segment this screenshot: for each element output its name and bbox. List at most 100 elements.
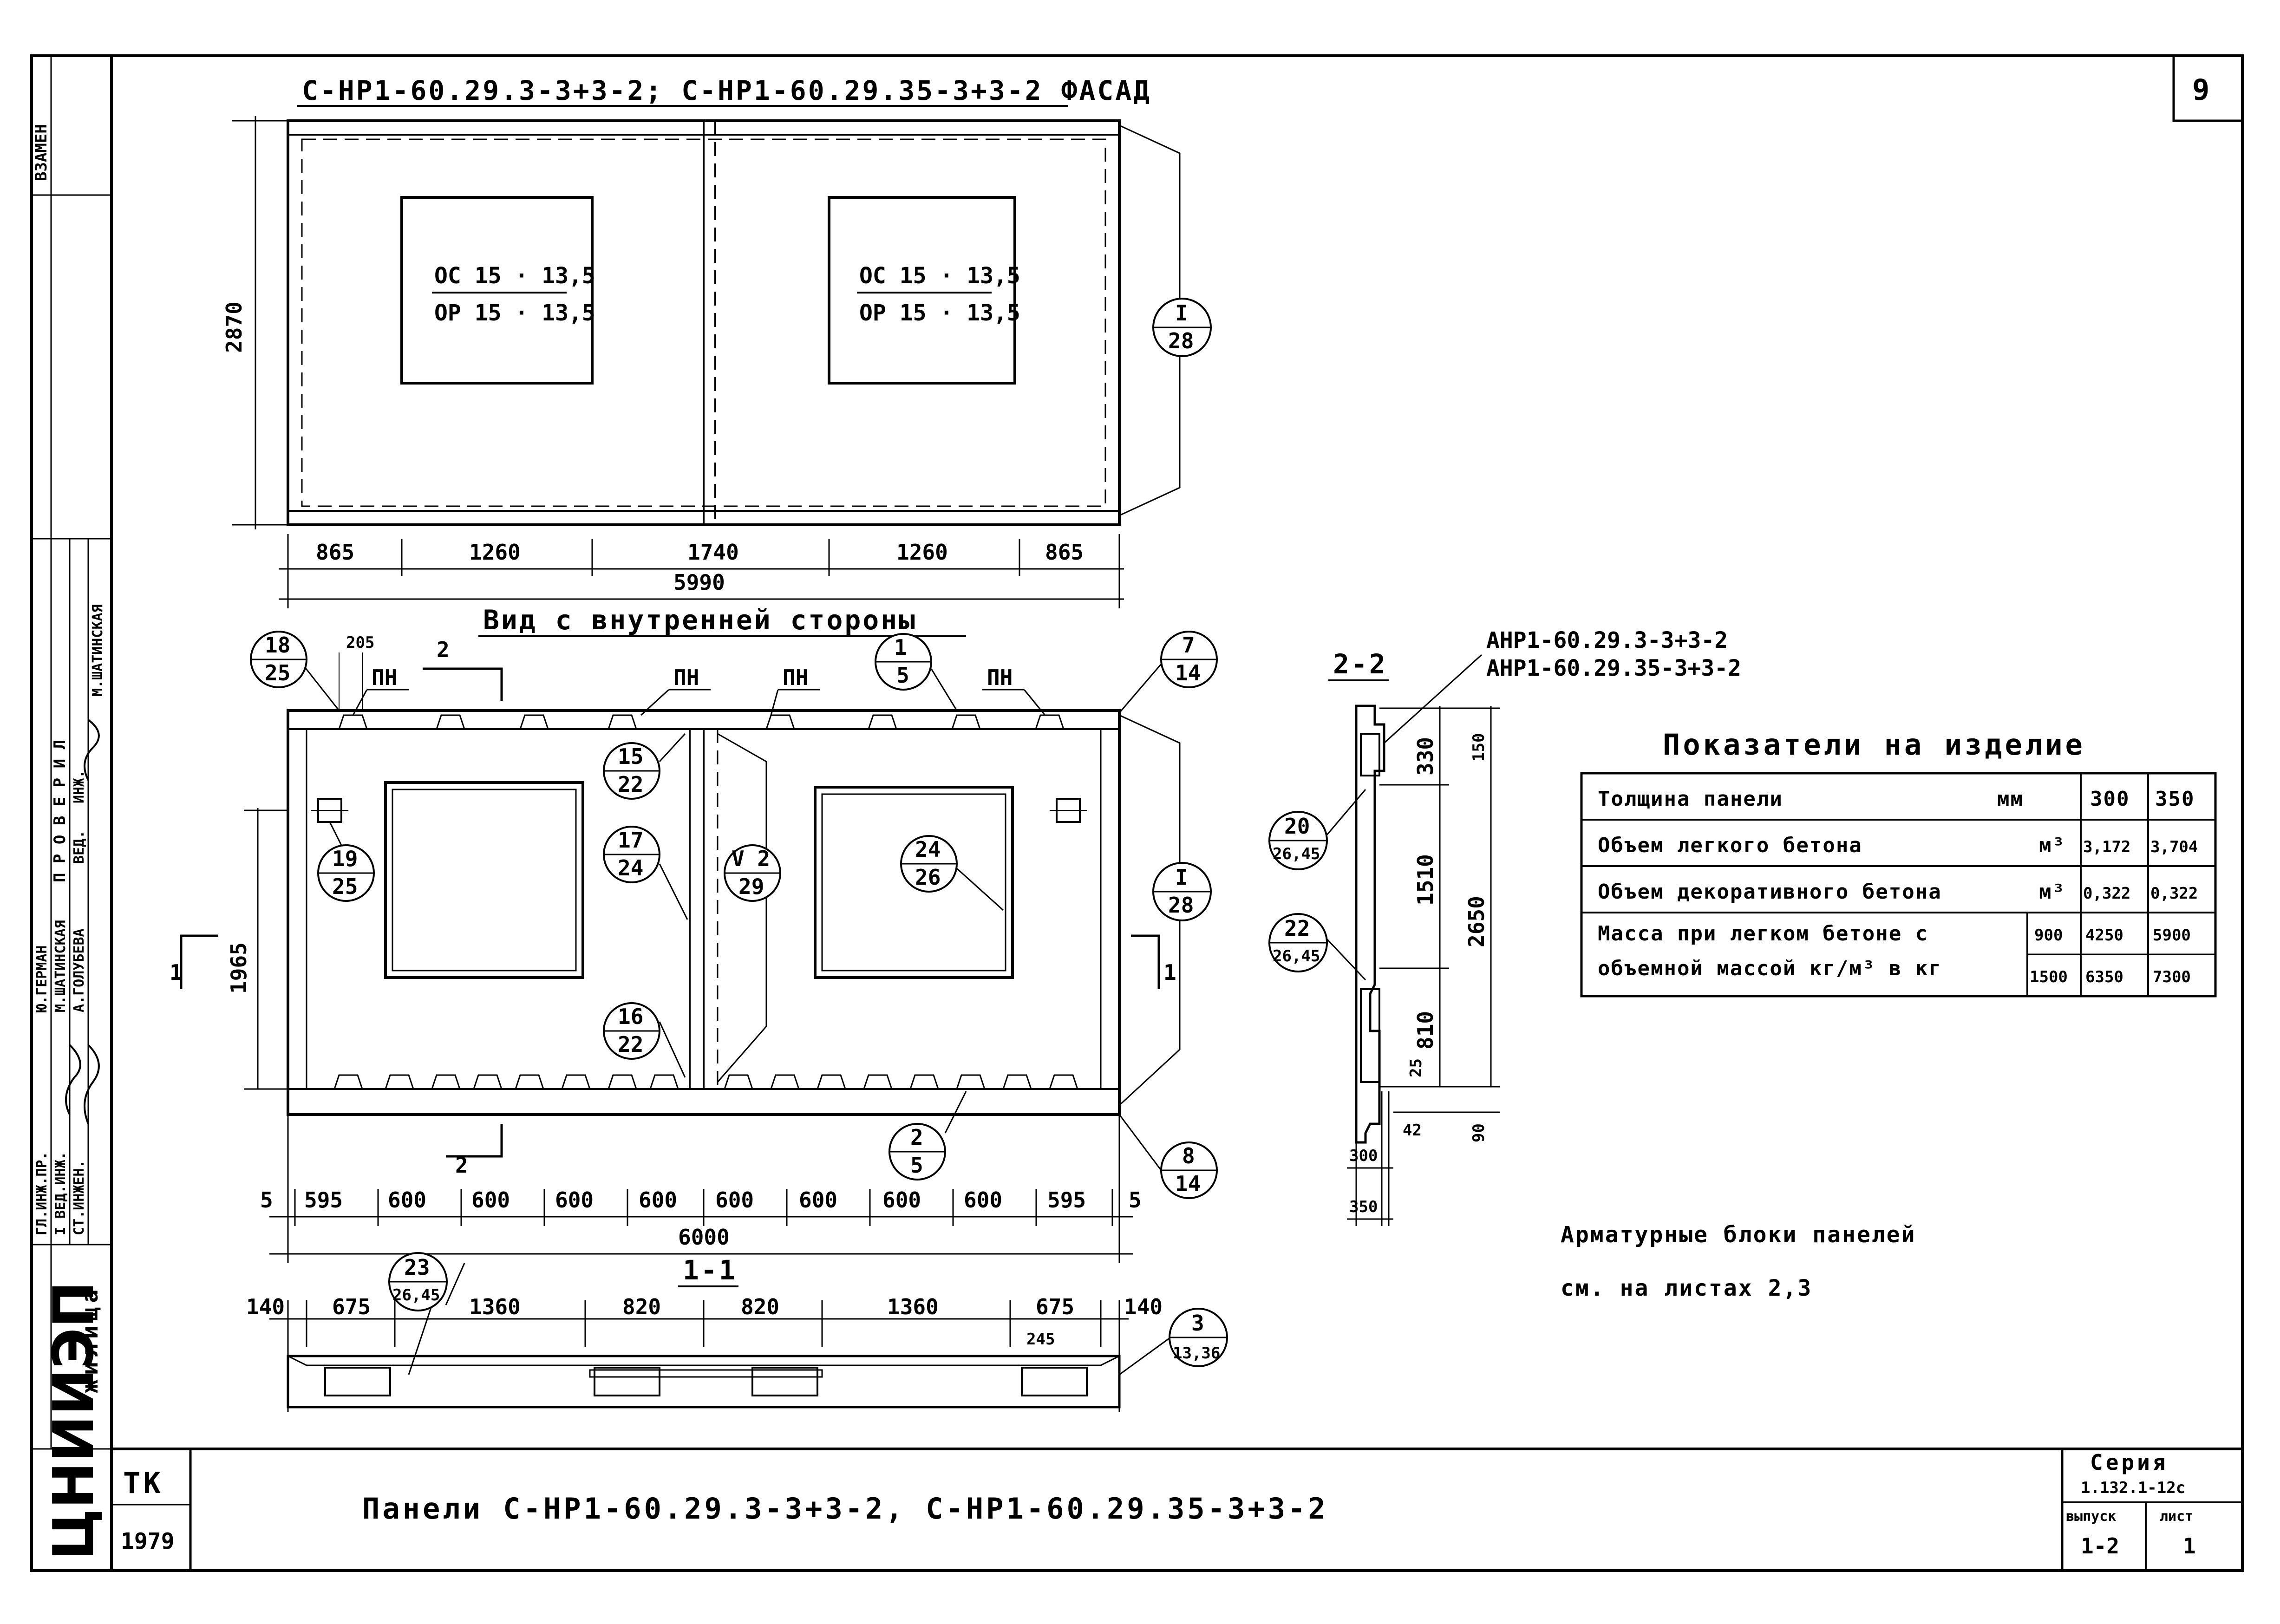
- facade-dim-4: 1260: [896, 540, 948, 565]
- row1-unit: мм: [1997, 787, 2024, 811]
- facade-callout-bottom: 28: [1168, 328, 1194, 353]
- s11-dim-8: 140: [1124, 1294, 1163, 1319]
- s22-dim-2650: 2650: [1464, 896, 1489, 947]
- section-2-top: 2: [437, 637, 450, 662]
- s11-dim-3: 1360: [469, 1294, 521, 1319]
- stamp-proveril: П Р О В Е Р И Л: [51, 740, 69, 882]
- section-22-label-1: АНР1-60.29.3-3+3-2: [1486, 627, 1728, 653]
- svg-text:26,45: 26,45: [1273, 845, 1320, 863]
- section-22-label-2: АНР1-60.29.35-3+3-2: [1486, 655, 1741, 681]
- int-dim-11: 595: [1047, 1187, 1086, 1213]
- bottom-notches: [333, 1074, 1078, 1089]
- window-right-line2: ОР 15 · 13,5: [859, 300, 1020, 326]
- s22-dim-300: 300: [1349, 1147, 1378, 1165]
- svg-text:24: 24: [618, 855, 643, 880]
- tk-label: ТК: [123, 1466, 163, 1500]
- mass2-v1: 6350: [2085, 968, 2123, 986]
- svg-text:17: 17: [618, 828, 643, 853]
- callout-1-5: 1 5: [875, 633, 958, 711]
- svg-text:22: 22: [1284, 916, 1310, 941]
- int-dim-2: 595: [304, 1187, 343, 1213]
- facade-view: С-НР1-60.29.3-3+3-2; С-НР1-60.29.35-3+3-…: [222, 75, 1212, 608]
- svg-text:28: 28: [1168, 893, 1194, 918]
- int-dim-3: 600: [388, 1187, 426, 1213]
- stamp-role2-1: ВЕД.: [71, 830, 87, 864]
- svg-text:25: 25: [332, 874, 358, 899]
- svg-text:24: 24: [915, 837, 941, 862]
- note-line-1: Арматурные блоки панелей: [1561, 1222, 1916, 1248]
- svg-text:18: 18: [265, 633, 290, 658]
- sheet-number: 9: [2192, 73, 2212, 107]
- note-line-2: см. на листах 2,3: [1561, 1275, 1812, 1301]
- s22-dim-810: 810: [1413, 1011, 1438, 1050]
- pn-label-2: ПН: [673, 665, 699, 690]
- svg-text:22: 22: [618, 1032, 643, 1057]
- interior-panel: [287, 709, 1121, 1116]
- pn-label-3: ПН: [783, 665, 808, 690]
- s11-dim-245: 245: [1026, 1330, 1055, 1349]
- year: 1979: [121, 1528, 175, 1554]
- svg-text:25: 25: [265, 660, 290, 685]
- stamp-role-1: ГЛ.ИНЖ.ПР.: [34, 1151, 50, 1235]
- interior-window-right: [814, 786, 1014, 979]
- indicators-table: Показатели на изделие Толщина панели мм …: [1580, 728, 2217, 998]
- facade-dim-2: 1260: [469, 540, 521, 565]
- int-dim-12: 5: [1129, 1187, 1142, 1213]
- svg-text:7: 7: [1182, 633, 1195, 658]
- stamp-vzamen: ВЗАМЕН: [32, 124, 51, 181]
- svg-text:13,36: 13,36: [1173, 1344, 1220, 1363]
- facade-total: 5990: [673, 570, 725, 595]
- mass-label-2: объемной массой кг/м³ в кг: [1598, 957, 1942, 980]
- s22-dim-1510: 1510: [1413, 854, 1438, 906]
- svg-text:3: 3: [1191, 1311, 1204, 1336]
- mass2-v2: 7300: [2153, 968, 2191, 986]
- svg-text:5: 5: [910, 1153, 923, 1178]
- row2-label: Объем легкого бетона: [1598, 834, 1862, 857]
- int-dim-7: 600: [715, 1187, 754, 1213]
- callout-I-28-interior: I 28: [1152, 862, 1212, 921]
- int-dim-4: 600: [471, 1187, 510, 1213]
- section-1-right: 1: [1163, 960, 1176, 985]
- callout-17-24: 17 24: [603, 826, 688, 920]
- mass1-density: 900: [2034, 926, 2063, 945]
- window-right-line1: ОС 15 · 13,5: [859, 263, 1020, 289]
- s11-dim-7: 675: [1036, 1294, 1074, 1319]
- svg-text:29: 29: [738, 874, 764, 899]
- svg-text:19: 19: [332, 846, 358, 871]
- signature-1: [65, 1044, 81, 1115]
- svg-text:V 2: V 2: [732, 846, 770, 871]
- org-logo: ЦНИИЭП: [42, 1281, 106, 1560]
- title-block: ТК 1979 Панели С-НР1-60.29.3-3+3-2, С-НР…: [111, 1448, 2242, 1571]
- int-dim-5: 600: [555, 1187, 594, 1213]
- facade-dim-5: 865: [1045, 540, 1084, 565]
- stamp-role-2: I ВЕД.ИНЖ.: [52, 1151, 69, 1235]
- mass1-v1: 4250: [2085, 926, 2123, 945]
- mass1-v2: 5900: [2153, 926, 2191, 945]
- svg-text:26: 26: [915, 865, 941, 890]
- callout-24-26: 24 26: [900, 835, 1004, 911]
- callout-23-2645: 23 26,45: [388, 1252, 465, 1375]
- row2-v2: 3,704: [2150, 838, 2198, 856]
- dim-205: 205: [346, 633, 374, 652]
- s11-dim-2: 675: [332, 1294, 371, 1319]
- section-22-title: 2-2: [1333, 648, 1387, 680]
- callout-3-1336: 3 13,36: [1119, 1308, 1228, 1376]
- interior-height-dim: 1965: [226, 942, 251, 994]
- row3-v2: 0,322: [2150, 884, 2198, 903]
- s11-dim-5: 820: [741, 1294, 779, 1319]
- callout-8-14: 8 14: [1160, 1141, 1218, 1199]
- rebar-blocks: [324, 1367, 1088, 1396]
- stamp-name-3: А.ГОЛУБЕВА: [71, 928, 87, 1012]
- svg-text:22: 22: [618, 772, 643, 797]
- facade-window-left: [400, 196, 594, 385]
- int-dim-8: 600: [799, 1187, 837, 1213]
- s22-dim-150: 150: [1470, 733, 1488, 762]
- int-dim-6: 600: [639, 1187, 677, 1213]
- callout-15-22: 15 22: [603, 733, 686, 800]
- svg-text:26,45: 26,45: [1273, 947, 1320, 965]
- svg-text:1: 1: [894, 635, 907, 660]
- issue-value: 1-2: [2081, 1533, 2119, 1559]
- org-suffix: жилища: [77, 1285, 103, 1393]
- int-dim-9: 600: [882, 1187, 921, 1213]
